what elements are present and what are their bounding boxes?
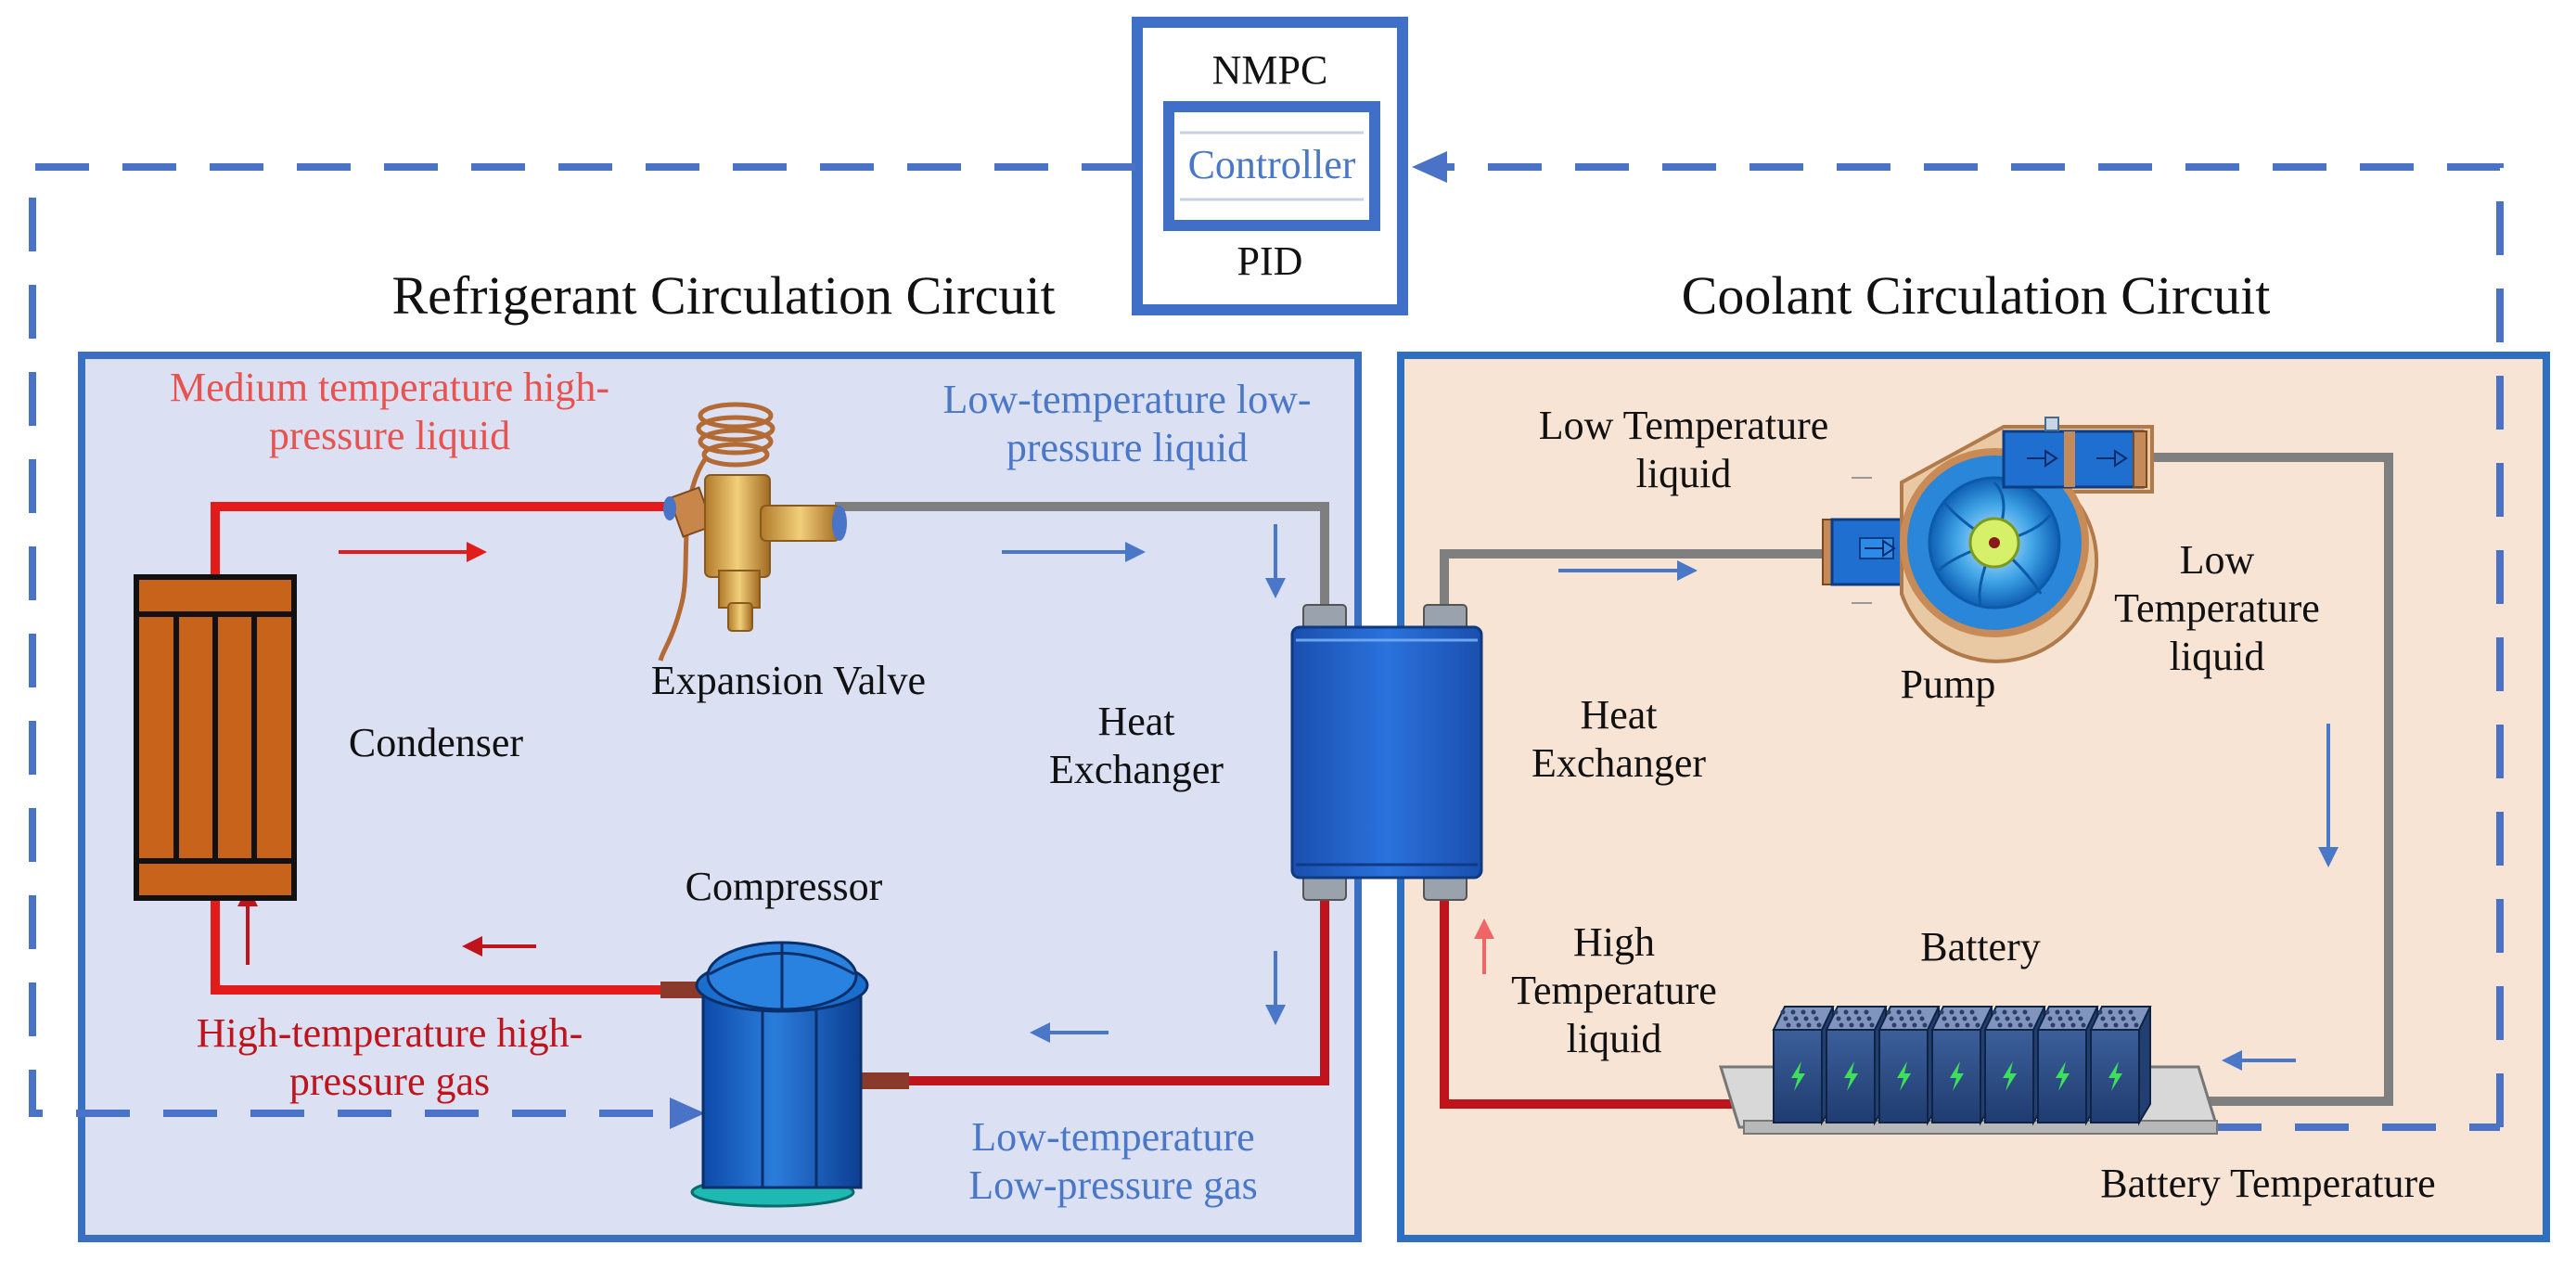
controller-center-label: Controller	[1187, 142, 1356, 187]
flow-arrow-icon	[1030, 1022, 1109, 1043]
signal-arrow-compressor	[670, 1098, 705, 1129]
battery-cell-icon	[1772, 1006, 1835, 1126]
coolant-low-temp-liquid-top-line-2: liquid	[1635, 450, 1732, 496]
coolant-circuit-title: Coolant Circulation Circuit	[1681, 265, 2271, 326]
condenser-icon	[134, 574, 297, 901]
controller-bottom-label: PID	[1237, 238, 1303, 284]
medium-temp-liquid-line-1: Medium temperature high-	[169, 365, 610, 410]
battery-cell-icon	[1930, 1006, 1993, 1126]
pipe-battery-to-hx	[1440, 891, 1735, 1109]
battery-cell-icon	[2089, 1006, 2152, 1126]
high-temp-gas-line-1: High-temperature high-	[196, 1010, 583, 1056]
flow-arrow-icon	[1265, 951, 1286, 1025]
coolant-low-temp-liquid-right-line-2: Temperature	[2114, 584, 2320, 631]
high-temp-gas-line-2: pressure gas	[288, 1058, 491, 1104]
flow-arrow-icon	[2318, 724, 2339, 867]
flow-arrow-icon	[339, 542, 487, 562]
battery-pack-icon	[1718, 1006, 2220, 1135]
refrigerant-hx-label: Heat Exchanger	[1002, 698, 1271, 794]
low-temp-gas-label: Low-temperature Low-pressure gas	[891, 1113, 1336, 1210]
battery-cell-icon	[1983, 1006, 2046, 1126]
low-temp-gas-line-2: Low-pressure gas	[968, 1162, 1258, 1208]
heat-exchanger-icon	[1290, 604, 1483, 901]
coolant-low-temp-liquid-right-line-3: liquid	[2169, 633, 2265, 679]
controller-inner-box	[1163, 101, 1380, 231]
low-temp-liquid-line-1: Low-temperature low-	[942, 377, 1312, 422]
coolant-low-temp-liquid-right-line-1: Low	[2179, 537, 2255, 583]
pipe-valve-to-hx	[835, 502, 1329, 614]
flow-arrow-icon	[462, 936, 536, 956]
coolant-high-temp-liquid-line-1: High	[1573, 919, 1655, 965]
coolant-low-temp-liquid-top-line-1: Low Temperature	[1538, 403, 1829, 448]
battery-cell-icon	[2036, 1006, 2099, 1126]
flow-arrow-icon	[1474, 918, 1494, 974]
pipe-compressor-to-condenser	[211, 898, 705, 995]
pipe-pump-to-battery	[2145, 453, 2393, 1106]
low-temp-liquid-label: Low-temperature low- pressure liquid	[867, 376, 1387, 472]
coolant-hx-line-2: Exchanger	[1531, 739, 1707, 786]
medium-temp-liquid-line-2: pressure liquid	[268, 412, 511, 458]
refrigerant-circuit-title: Refrigerant Circulation Circuit	[391, 265, 1056, 326]
expansion-valve-icon	[658, 402, 847, 661]
battery-temperature-label: Battery Temperature	[2100, 1161, 2436, 1206]
battery-cell-icon	[1878, 1006, 1941, 1126]
battery-label: Battery	[1920, 924, 2041, 969]
pipe-hx-to-pump	[1440, 549, 1832, 614]
coolant-hx-line-1: Heat	[1580, 692, 1658, 738]
refrigerant-hx-line-2: Exchanger	[1048, 746, 1224, 792]
coolant-high-temp-liquid-line-3: liquid	[1566, 1015, 1662, 1061]
coolant-hx-label: Heat Exchanger	[1493, 691, 1744, 788]
pump-label: Pump	[1900, 661, 1996, 707]
high-temp-gas-label: High-temperature high- pressure gas	[139, 1009, 640, 1106]
compressor-icon	[660, 941, 909, 1208]
coolant-low-temp-liquid-right-label: Low Temperature liquid	[2078, 536, 2356, 681]
flow-arrow-icon	[1265, 524, 1286, 598]
signal-loop	[29, 163, 2504, 1131]
flow-arrow-icon	[1558, 560, 1698, 581]
expansion-valve-label: Expansion Valve	[650, 658, 927, 703]
flow-arrow-icon	[1002, 542, 1146, 562]
coolant-high-temp-liquid-label: High Temperature liquid	[1475, 918, 1753, 1063]
signal-arrow-controller	[1412, 151, 1447, 183]
flow-arrow-icon	[2222, 1050, 2296, 1071]
compressor-label: Compressor	[685, 864, 883, 909]
low-temp-gas-line-1: Low-temperature	[971, 1114, 1255, 1160]
battery-cell-icon	[1825, 1006, 1888, 1126]
condenser-label: Condenser	[348, 720, 524, 765]
coolant-low-temp-liquid-top-label: Low Temperature liquid	[1493, 402, 1874, 498]
low-temp-liquid-line-2: pressure liquid	[1006, 424, 1249, 470]
pipe-hx-to-compressor	[863, 891, 1329, 1085]
pipe-condenser-to-valve	[211, 502, 682, 577]
refrigerant-hx-line-1: Heat	[1097, 699, 1175, 744]
coolant-high-temp-liquid-line-2: Temperature	[1511, 967, 1717, 1013]
medium-temp-liquid-label: Medium temperature high- pressure liquid	[111, 364, 668, 460]
controller-top-label: NMPC	[1211, 47, 1328, 93]
pump-icon	[1822, 417, 2154, 663]
